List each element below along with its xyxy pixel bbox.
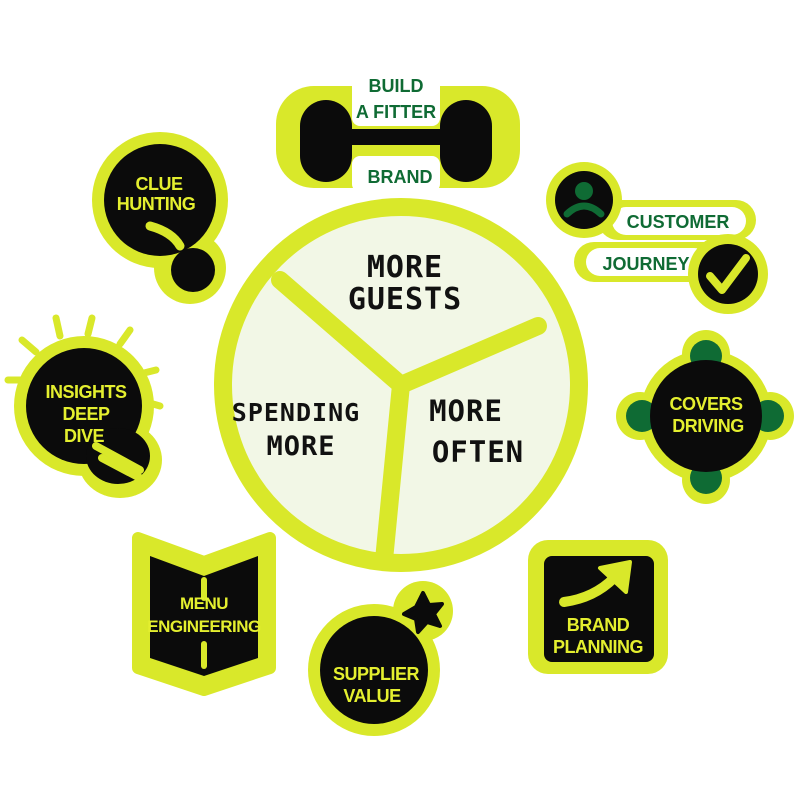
segment-more-guests-line1: MORE xyxy=(367,250,443,285)
brand-planning-line2: PLANNING xyxy=(553,637,643,657)
menu-engineering-line2: ENGINEERING xyxy=(147,617,261,636)
badge-build-brand: BUILD A FITTER BRAND xyxy=(276,74,520,192)
customer-journey-line2: JOURNEY xyxy=(602,254,689,274)
clue-hunting-line2: HUNTING xyxy=(117,194,196,214)
insights-line1: INSIGHTS xyxy=(45,382,127,402)
menu-book-icon xyxy=(132,532,276,696)
covers-driving-line2: DRIVING xyxy=(672,416,744,436)
brand-planning-line1: BRAND xyxy=(567,615,630,635)
supplier-value-line1: SUPPLIER xyxy=(333,664,420,684)
segment-more-often: MORE OFTEN xyxy=(429,394,524,469)
supplier-value-line2: VALUE xyxy=(343,686,401,706)
checkmark-icon xyxy=(688,234,768,314)
segment-more-guests: MORE GUESTS xyxy=(348,250,462,317)
bomb-icon xyxy=(308,581,453,736)
badge-supplier-value: SUPPLIER VALUE xyxy=(308,581,453,736)
rising-arrow-icon xyxy=(528,540,668,674)
insights-line2: DEEP xyxy=(62,404,110,424)
badge-brand-planning: BRAND PLANNING xyxy=(528,540,668,674)
lightbulb-icon xyxy=(4,314,164,498)
badge-insights-deep-dive: INSIGHTS DEEP DIVE xyxy=(4,314,164,498)
badge-customer-journey: CUSTOMER JOURNEY xyxy=(546,162,768,314)
magnifier-icon xyxy=(92,132,228,304)
segment-more-often-line2: OFTEN xyxy=(432,435,524,469)
build-brand-line2: A FITTER xyxy=(356,102,436,122)
insights-line3: DIVE xyxy=(64,426,105,446)
customer-journey-line1: CUSTOMER xyxy=(627,212,730,232)
menu-engineering-line1: MENU xyxy=(180,594,228,613)
covers-driving-line1: COVERS xyxy=(669,394,743,414)
badge-covers-driving: COVERS DRIVING xyxy=(616,330,794,504)
plate-icon xyxy=(616,330,794,504)
segment-spending-more-line1: SPENDING xyxy=(232,398,360,427)
badge-menu-engineering: MENU ENGINEERING xyxy=(132,532,276,696)
segment-more-guests-line2: GUESTS xyxy=(348,282,462,317)
segment-spending-more-line2: MORE xyxy=(266,431,335,462)
segment-more-often-line1: MORE xyxy=(429,394,503,428)
dumbbell-icon xyxy=(276,74,520,192)
person-icon xyxy=(546,162,622,238)
badge-clue-hunting: CLUE HUNTING xyxy=(92,132,228,304)
segment-spending-more: SPENDING MORE xyxy=(232,398,360,462)
build-brand-line1: BUILD xyxy=(369,76,424,96)
central-wheel: MORE GUESTS SPENDING MORE MORE OFTEN xyxy=(214,198,588,572)
build-brand-line3: BRAND xyxy=(368,167,433,187)
clue-hunting-line1: CLUE xyxy=(136,174,183,194)
